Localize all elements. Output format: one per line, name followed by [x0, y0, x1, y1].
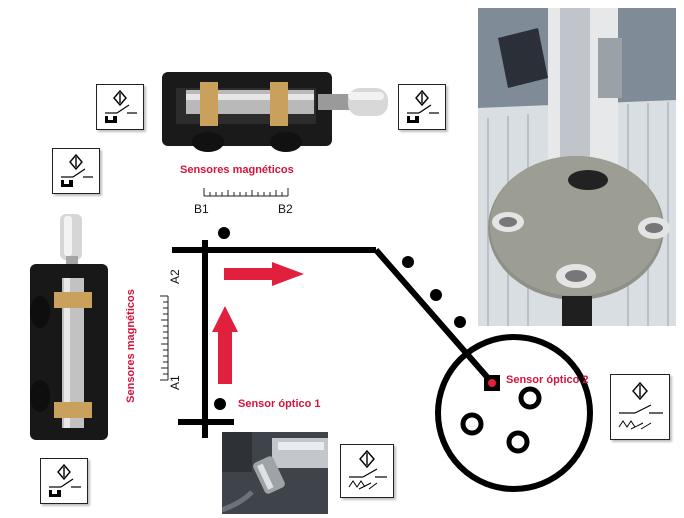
magnetic-sensor-symbol-top-right — [398, 84, 446, 130]
reed-switch-icon — [61, 153, 93, 187]
dot-top — [218, 227, 230, 239]
ruler-label-b2: B2 — [278, 202, 293, 216]
horizontal-cylinder-photo — [158, 60, 394, 156]
reed-switch-icon — [49, 463, 81, 497]
turntable-hole-1 — [518, 386, 542, 410]
magnetic-sensors-label-top: Sensores magnéticos — [180, 164, 294, 176]
dot-bottom — [214, 398, 226, 410]
ruler-vertical — [160, 295, 169, 381]
dot-diag-2 — [430, 289, 442, 301]
ruler-label-a2: A2 — [168, 269, 182, 284]
optical-sensor-symbol-bottom — [340, 444, 394, 498]
ruler-label-b1: B1 — [194, 202, 209, 216]
magnetic-sensors-label-left: Sensores magnéticos — [124, 289, 137, 403]
turntable-hole-2 — [460, 412, 484, 436]
turntable-hole-3 — [506, 430, 530, 454]
dot-diag-3 — [454, 316, 466, 328]
optical-sensor-symbol-right — [610, 374, 670, 440]
diagonal-track-line — [373, 248, 491, 380]
ruler-label-a1: A1 — [168, 375, 182, 390]
turntable-circle — [435, 334, 593, 492]
photoelectric-switch-icon — [618, 381, 663, 430]
reed-switch-icon — [105, 89, 137, 123]
optical-sensor-2-label: Sensor óptico 2 — [506, 374, 589, 386]
optical-sensor-photo — [222, 432, 328, 514]
magnetic-sensor-symbol-left-lower — [40, 458, 88, 504]
ruler-horizontal — [203, 188, 289, 197]
rotary-table-photo — [478, 8, 676, 326]
arrow-up-red — [212, 306, 238, 384]
arrow-right-red — [224, 262, 304, 286]
vertical-cylinder-photo — [26, 212, 112, 442]
dot-diag-1 — [402, 256, 414, 268]
optical-sensor-1-label: Sensor óptico 1 — [238, 398, 321, 410]
magnetic-sensor-symbol-left-upper — [52, 148, 100, 194]
reed-switch-icon — [407, 89, 439, 123]
magnetic-sensor-symbol-top-left — [96, 84, 144, 130]
photoelectric-switch-icon — [348, 449, 387, 490]
